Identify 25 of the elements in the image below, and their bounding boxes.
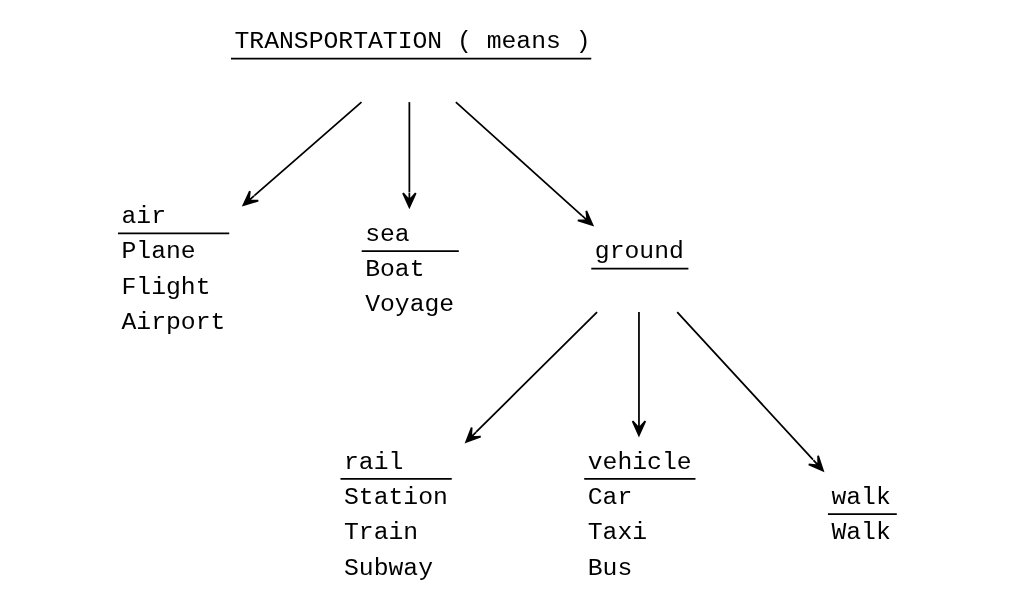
- arrow: [675, 311, 824, 472]
- node-label: Airport: [120, 308, 225, 337]
- node-label: Train: [343, 518, 418, 547]
- arrow: [454, 101, 593, 227]
- node-label: Station: [343, 482, 448, 511]
- node-label: air: [120, 202, 166, 231]
- node-label: walk: [830, 482, 891, 511]
- node-label: Car: [587, 482, 632, 511]
- node-label: Voyage: [364, 290, 454, 319]
- node-label: rail: [343, 447, 403, 476]
- arrow: [242, 101, 362, 207]
- node-label: ground: [594, 237, 684, 266]
- arrow: [464, 311, 598, 443]
- node-label: Walk: [830, 518, 891, 547]
- node-label: sea: [364, 219, 410, 248]
- node-label: Subway: [343, 553, 433, 582]
- node-label: Bus: [587, 553, 632, 582]
- node-label: TRANSPORTATION ( means ): [234, 27, 591, 56]
- arrow: [401, 101, 417, 209]
- node-label: Taxi: [587, 518, 647, 547]
- node-label: Flight: [120, 272, 211, 301]
- node-label: vehicle: [587, 447, 692, 476]
- node-label: Boat: [364, 255, 425, 284]
- node-label: Plane: [120, 237, 196, 266]
- arrow: [631, 311, 646, 437]
